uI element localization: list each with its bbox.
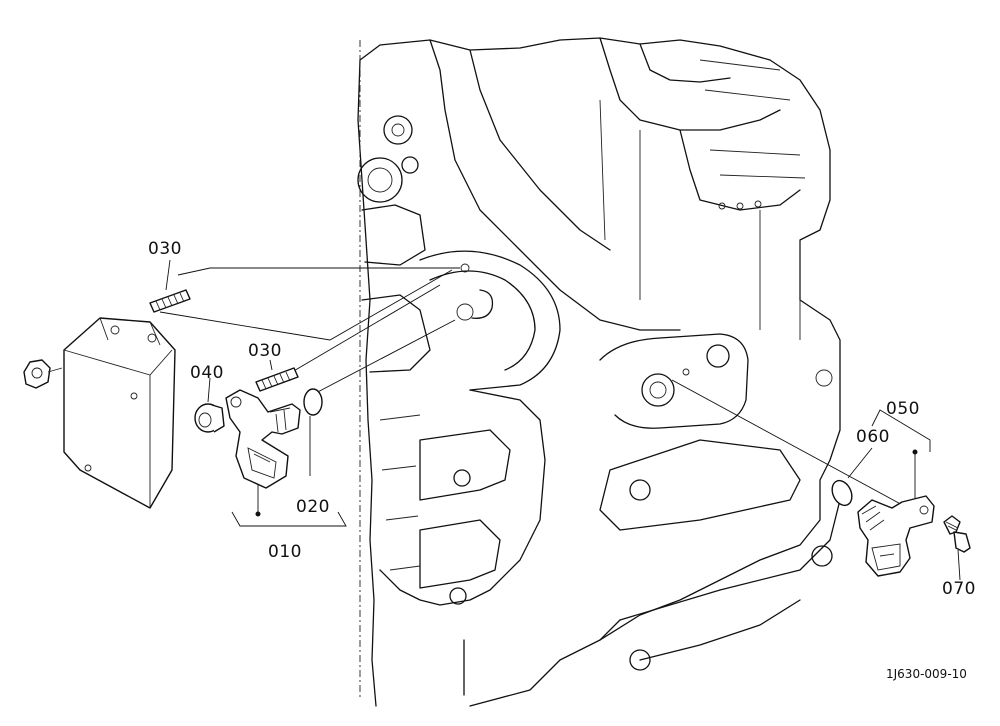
callout-070: 070 — [942, 579, 976, 599]
callout-040: 040 — [190, 363, 224, 383]
flange-bolt — [943, 515, 971, 553]
bracket-cover — [63, 317, 176, 509]
assembly-lines — [159, 40, 931, 700]
callout-060: 060 — [856, 427, 890, 447]
callout-leaders — [165, 259, 961, 581]
o-ring-lower — [831, 479, 853, 507]
drawing-code: 1J630-009-10 — [886, 667, 967, 681]
stud-bolt-upper — [149, 289, 191, 313]
callout-030-upper: 030 — [148, 239, 182, 259]
cam-sensor — [225, 389, 301, 489]
callout-020: 020 — [296, 497, 330, 517]
nut-part — [23, 359, 63, 389]
callout-050: 050 — [886, 399, 920, 419]
callout-030-middle: 030 — [248, 341, 282, 361]
stud-bolt-middle — [255, 367, 299, 392]
o-ring-upper — [303, 388, 323, 416]
collar-part — [194, 403, 225, 433]
callout-010: 010 — [268, 542, 302, 562]
crank-sensor — [857, 495, 935, 577]
engine-housing — [357, 37, 841, 707]
